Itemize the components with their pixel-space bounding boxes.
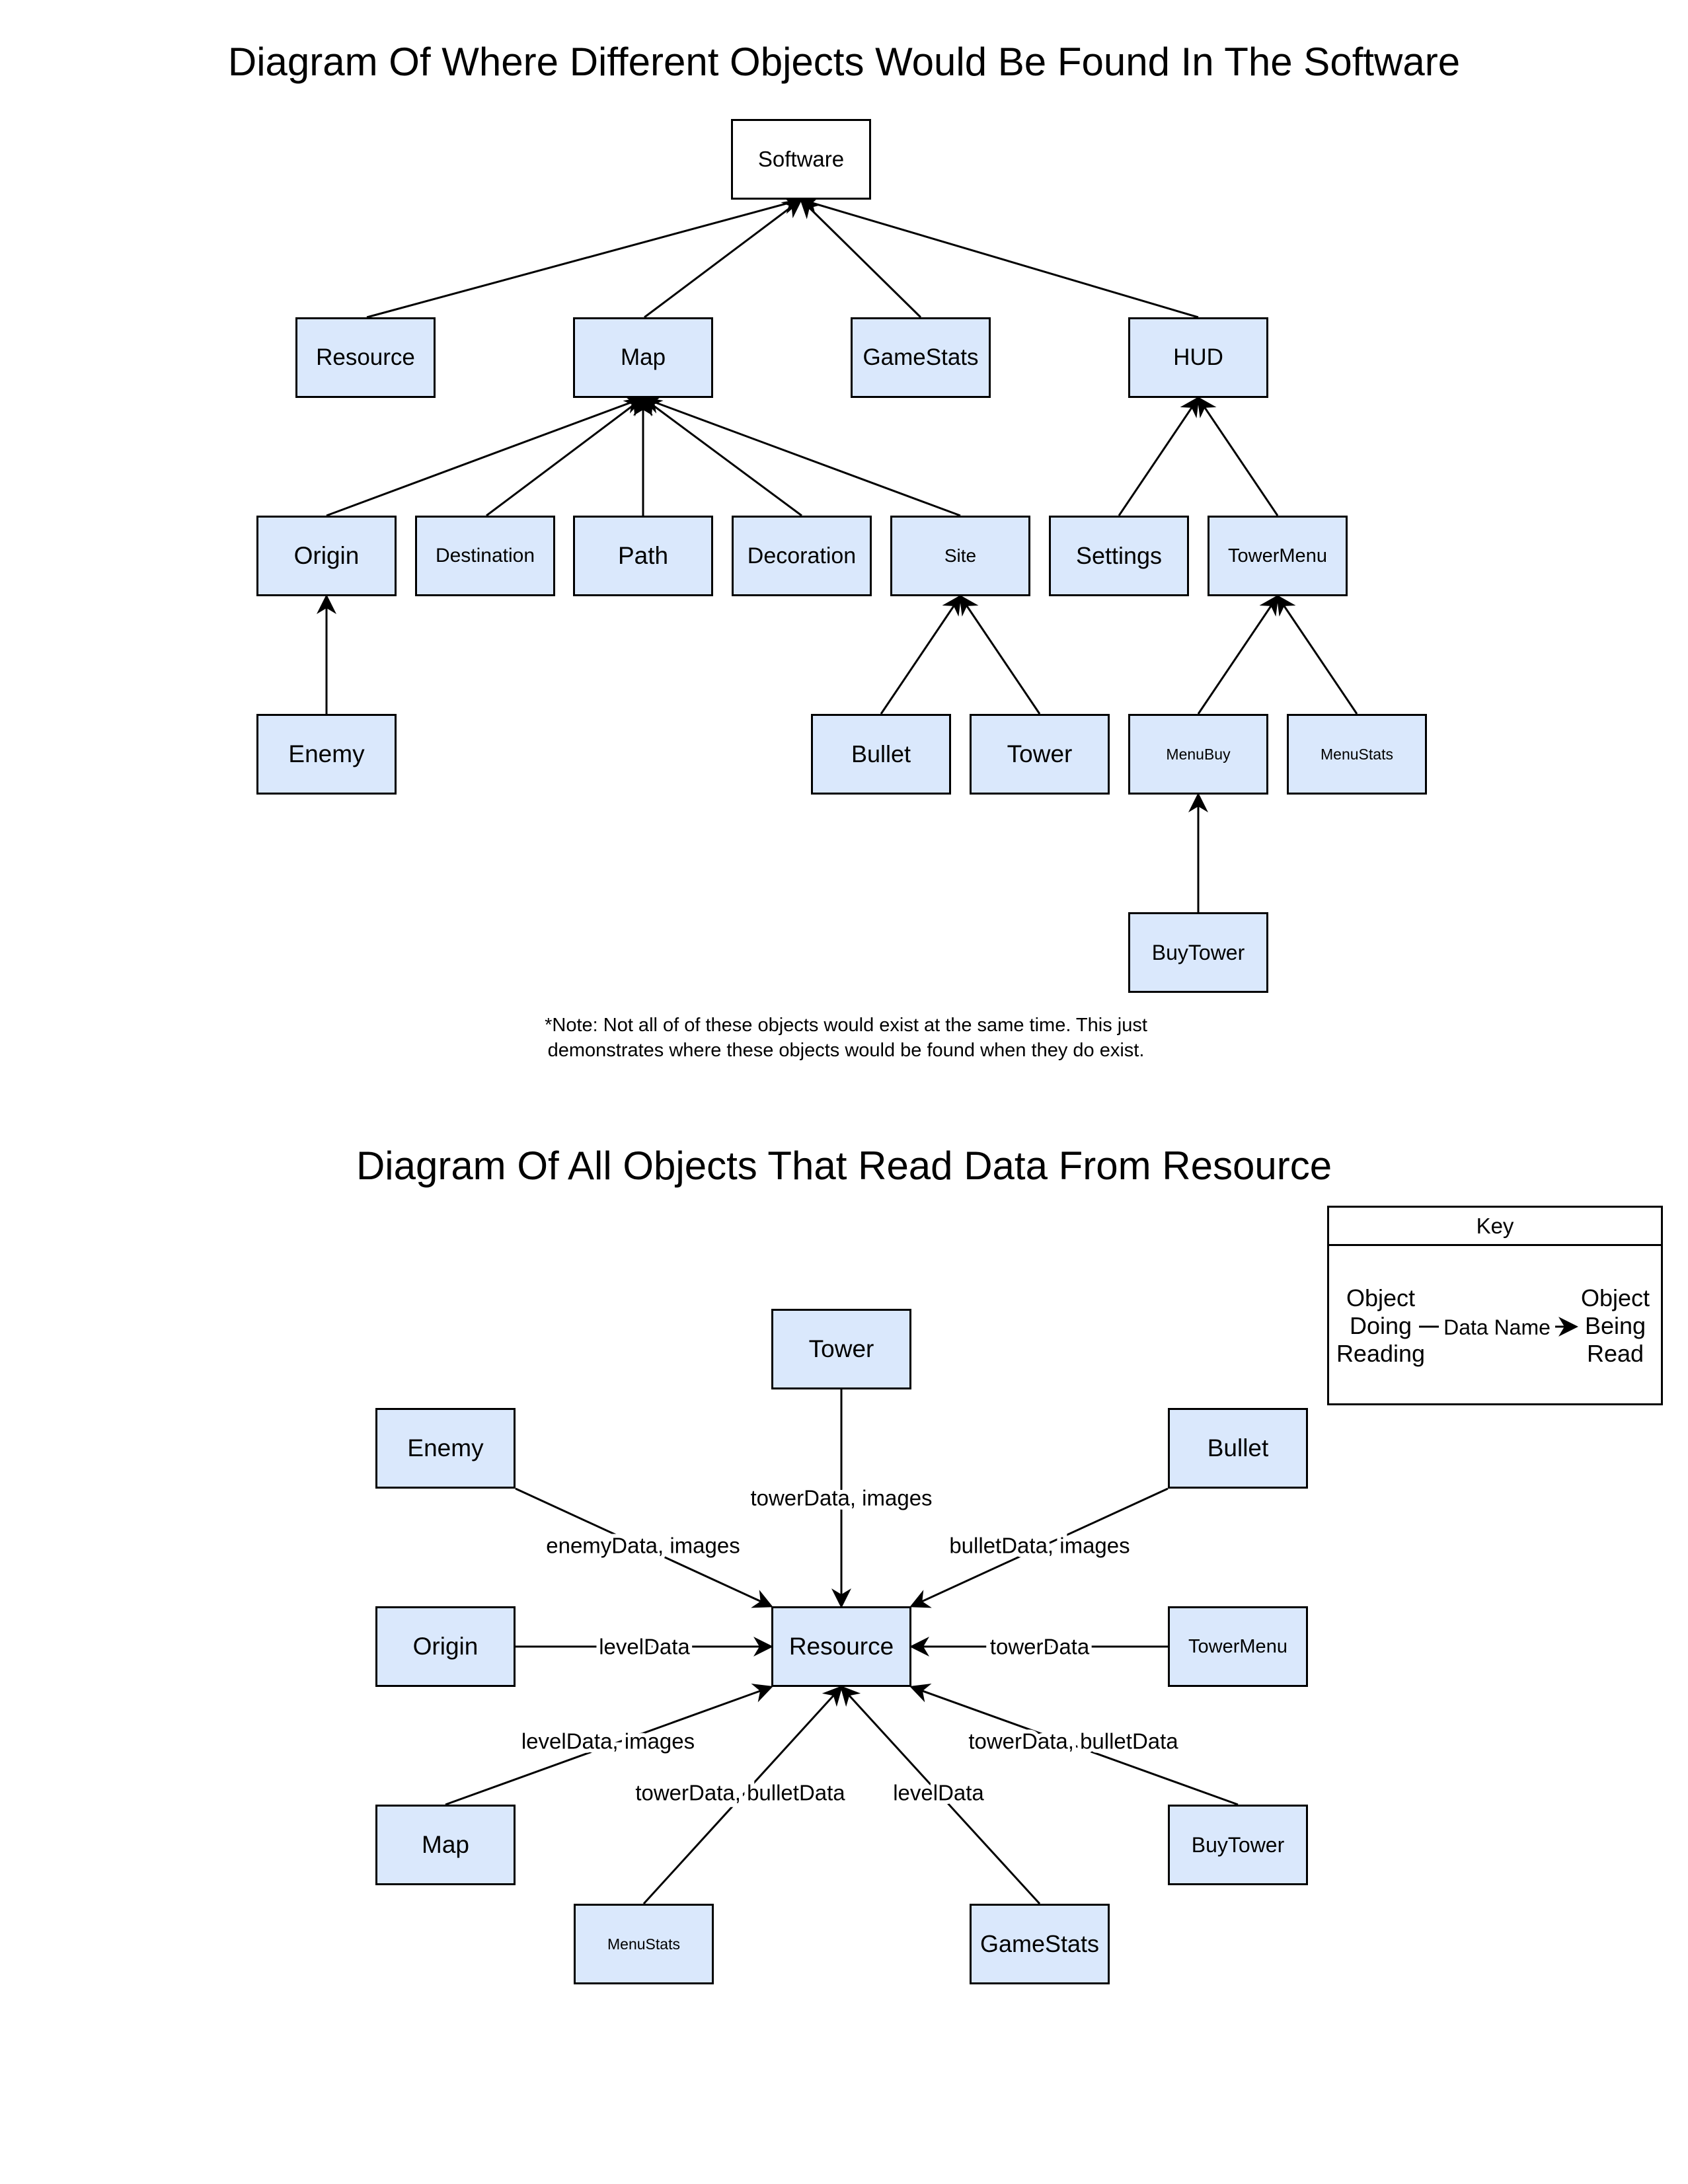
top-node-enemy: Enemy xyxy=(256,714,397,795)
top-node-bullet: Bullet xyxy=(811,714,951,795)
bottom-edge-gamestats-to-resource xyxy=(839,1685,1041,1905)
top-node-menubuy: MenuBuy xyxy=(1128,714,1268,795)
top-edge-towermenu-to-hud xyxy=(1197,396,1279,516)
top-node-menustats: MenuStats xyxy=(1287,714,1427,795)
top-node-map: Map xyxy=(573,317,713,398)
bottom-node-bullet: Bullet xyxy=(1168,1408,1308,1489)
bottom-diagram-title: Diagram Of All Objects That Read Data Fr… xyxy=(356,1144,1332,1188)
top-edge-gamestats-to-software xyxy=(799,198,922,319)
top-node-towermenu: TowerMenu xyxy=(1208,516,1348,596)
bottom-edge-menustats-to-resource xyxy=(642,1685,843,1905)
top-edge-map-to-software xyxy=(644,198,803,319)
key-arrow xyxy=(1419,1317,1578,1337)
bottom-node-menustats: MenuStats xyxy=(574,1904,714,1984)
top-diagram-note: *Note: Not all of of these objects would… xyxy=(545,1015,1147,1061)
top-node-buytower: BuyTower xyxy=(1128,912,1268,993)
bottom-edge-enemy-to-resource xyxy=(515,1487,773,1608)
top-edge-origin-to-map xyxy=(326,395,645,517)
key-data-label: Data Name xyxy=(1443,1315,1551,1339)
top-edge-settings-to-hud xyxy=(1118,396,1200,516)
top-node-destination: Destination xyxy=(415,516,555,596)
bottom-edge-map-to-resource xyxy=(445,1684,773,1806)
key-target-label: Object Being Read xyxy=(1580,1284,1650,1367)
bottom-node-tower: Tower xyxy=(771,1309,911,1389)
bottom-node-towermenu: TowerMenu xyxy=(1168,1606,1308,1687)
top-node-tower: Tower xyxy=(970,714,1110,795)
top-edge-site-to-map xyxy=(641,395,961,517)
top-edge-hud-to-software xyxy=(799,195,1199,319)
top-node-settings: Settings xyxy=(1049,516,1189,596)
top-node-path: Path xyxy=(573,516,713,596)
top-edge-bullet-to-site xyxy=(880,594,962,715)
bottom-edge-label-tower: towerData, images xyxy=(750,1486,932,1510)
top-node-gamestats: GameStats xyxy=(851,317,991,398)
top-node-hud: HUD xyxy=(1128,317,1268,398)
top-edge-destination-to-map xyxy=(486,397,645,517)
bottom-node-map: Map xyxy=(375,1805,516,1885)
bottom-edge-label-towermenu: towerData xyxy=(990,1635,1090,1659)
top-edge-resource-to-software xyxy=(366,194,803,319)
bottom-edge-label-bullet: bulletData, images xyxy=(949,1534,1130,1558)
bottom-node-enemy: Enemy xyxy=(375,1408,516,1489)
bottom-edge-label-origin: levelData xyxy=(599,1635,690,1659)
bottom-node-origin: Origin xyxy=(375,1606,516,1687)
top-edge-menustats-to-towermenu xyxy=(1276,594,1358,715)
key-reader-label: Object Doing Reading xyxy=(1336,1284,1426,1367)
top-edge-tower-to-site xyxy=(959,594,1041,715)
top-node-origin: Origin xyxy=(256,516,397,596)
top-node-resource: Resource xyxy=(295,317,436,398)
bottom-edge-label-enemy: enemyData, images xyxy=(546,1534,740,1558)
bottom-edge-label-map: levelData, images xyxy=(521,1729,695,1754)
bottom-edge-buytower-to-resource xyxy=(909,1684,1239,1806)
bottom-node-resource: Resource xyxy=(771,1606,911,1687)
top-edge-decoration-to-map xyxy=(641,397,802,517)
bottom-edge-label-gamestats: levelData xyxy=(893,1781,984,1805)
bottom-node-gamestats: GameStats xyxy=(970,1904,1110,1984)
top-node-site: Site xyxy=(890,516,1030,596)
bottom-node-buytower: BuyTower xyxy=(1168,1805,1308,1885)
bottom-edge-label-menustats: towerData, bulletData xyxy=(635,1781,845,1805)
top-node-decoration: Decoration xyxy=(732,516,872,596)
top-edge-menubuy-to-towermenu xyxy=(1197,594,1279,715)
bottom-edge-bullet-to-resource xyxy=(909,1487,1169,1608)
top-node-software: Software xyxy=(731,119,871,200)
bottom-edge-label-buytower: towerData, bulletData xyxy=(968,1729,1178,1754)
legend-key: Key Object Doing Reading Data Name Objec… xyxy=(1327,1206,1663,1405)
top-diagram-title: Diagram Of Where Different Objects Would… xyxy=(227,40,1461,84)
key-title: Key xyxy=(1329,1208,1661,1246)
